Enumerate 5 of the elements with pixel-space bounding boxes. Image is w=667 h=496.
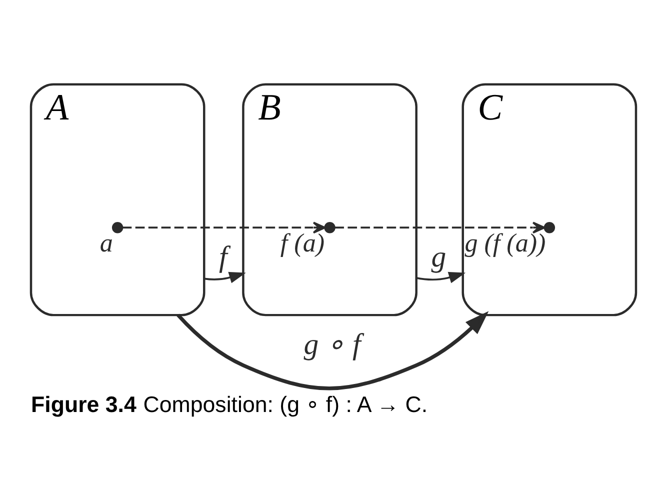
caption: Figure 3.4 Composition: (g ∘ f) : A → C. bbox=[31, 391, 428, 416]
edge-label: g bbox=[431, 240, 446, 273]
node-label: a bbox=[100, 228, 113, 257]
node-label: f (a) bbox=[280, 228, 325, 257]
node-label: g (f (a)) bbox=[464, 228, 546, 257]
